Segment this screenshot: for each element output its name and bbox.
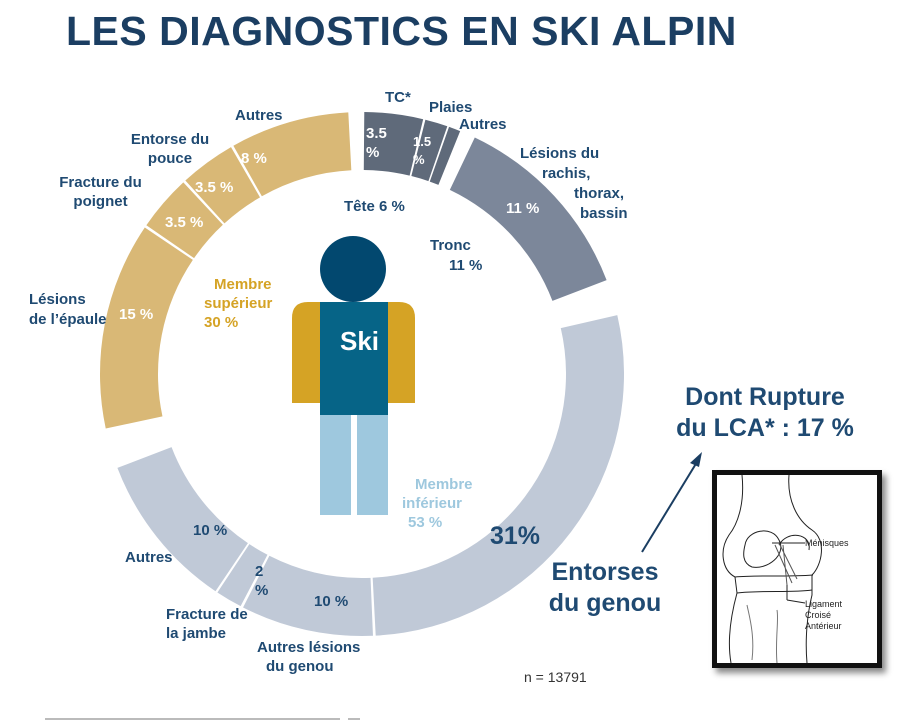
group-head-label: Tête 6 % <box>344 198 405 215</box>
group-trunk-label: Tronc <box>430 237 471 254</box>
ring-segment-autres_genou <box>243 555 373 637</box>
right-arm <box>388 302 415 403</box>
value-poignet: 3.5 % <box>165 214 204 231</box>
ring-segment-genou <box>372 315 625 636</box>
arrow-head <box>690 452 702 467</box>
sample-size: n = 13791 <box>524 669 587 685</box>
left-arm <box>292 302 320 403</box>
group-lower-label: Membre inférieur 53 % <box>402 476 473 531</box>
value-pouce: 3.5 % <box>195 179 234 196</box>
value-genou: 31% <box>490 522 541 550</box>
label-plaies: Plaies <box>429 99 473 116</box>
label-autres-inf: Autres <box>125 549 173 566</box>
left-leg <box>320 415 351 515</box>
value-autres-inf: 10 % <box>193 522 228 539</box>
knee-drawing <box>722 474 822 664</box>
label-autres-tete: Autres <box>459 116 507 133</box>
arrow-line <box>641 461 698 553</box>
ring-segment-epaule <box>99 227 193 429</box>
value-tc: 3.5% <box>366 125 387 161</box>
label-tc: TC* <box>385 89 411 106</box>
skier-figure <box>292 236 415 515</box>
label-rachis: Lésions du rachis, thorax, bassin <box>520 145 628 222</box>
ring-segment-pouce <box>185 147 260 224</box>
ring-segment-poignet <box>146 182 223 259</box>
value-autres-sup: 8 % <box>241 150 267 167</box>
value-autres-genou: 10 % <box>314 593 349 610</box>
head <box>320 236 386 302</box>
ring-segment-autres_tete <box>429 126 461 185</box>
ring-segment-autres_inf <box>117 447 248 592</box>
ring-segment-tc <box>363 112 424 176</box>
torso <box>320 302 388 415</box>
value-plaies: 1.5% <box>413 134 432 167</box>
ring-segment-autres_sup <box>233 112 352 197</box>
ring-segment-plaies <box>411 119 448 182</box>
value-rachis: 11 % <box>506 200 540 217</box>
figure-label: Ski <box>340 326 380 356</box>
label-autres-sup: Autres <box>235 107 283 124</box>
value-jambe: 2% <box>255 563 269 599</box>
ring-segment-rachis <box>449 137 607 301</box>
ring-segment-jambe <box>217 544 268 607</box>
value-epaule: 15 % <box>119 306 154 323</box>
right-leg <box>357 415 388 515</box>
group-upper-label: Membre supérieur 30 % <box>204 276 273 331</box>
group-trunk-value: 11 % <box>449 257 483 274</box>
page-title: LES DIAGNOSTICS EN SKI ALPIN <box>66 8 737 54</box>
